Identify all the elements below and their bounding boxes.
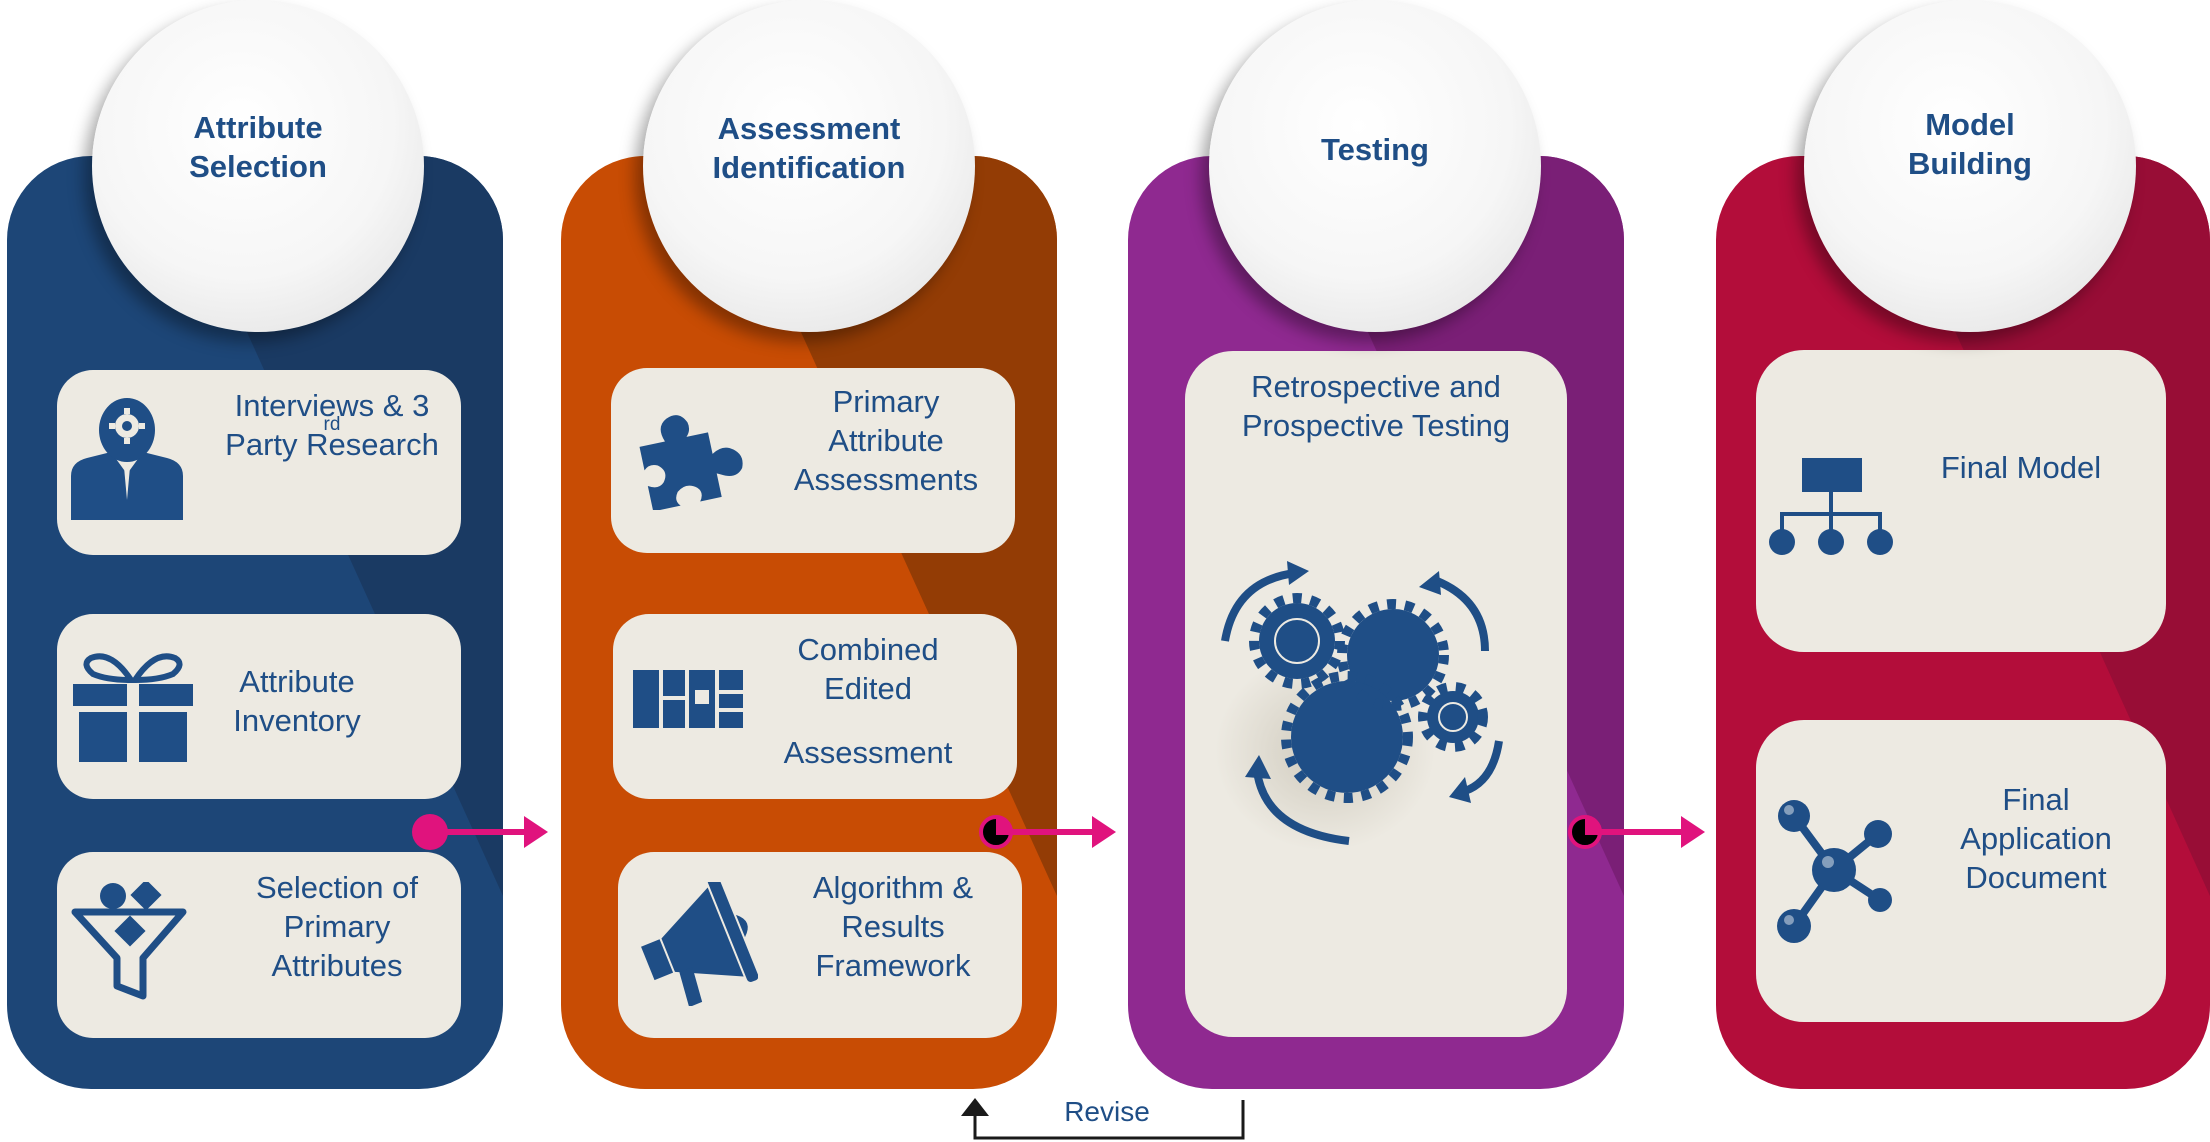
hierarchy-chart-icon	[1769, 458, 1893, 555]
puzzle-piece-icon	[639, 415, 743, 510]
gift-box-icon	[73, 653, 193, 762]
card-label: Selection of Primary Attributes	[256, 870, 418, 983]
card-label: Retrospective and Prospective Testing	[1241, 369, 1511, 443]
consultant-icon	[71, 398, 183, 520]
card-label: Algorithm & Results Framework	[812, 870, 974, 983]
revise-loop-arrow	[961, 1098, 1245, 1140]
card-label: Primary Attribute Assessments	[793, 384, 979, 497]
stage-title: Testing	[1321, 132, 1429, 167]
gears-cycle-icon	[1215, 561, 1503, 851]
card-label: Final Model	[1940, 450, 2102, 485]
card-label: Combined Edited Assessment	[783, 632, 953, 770]
card-primary-assessments: Primary Attribute Assessments	[611, 368, 1015, 553]
card-final-application: Final Application Document	[1756, 720, 2166, 1022]
card-combined-assessment: Combined Edited Assessment	[613, 614, 1017, 799]
card-selection-primary: Selection of Primary Attributes	[57, 852, 461, 1038]
network-nodes-icon	[1777, 800, 1892, 943]
card-algorithm-framework: Algorithm & Results Framework	[618, 852, 1022, 1038]
card-final-model: Final Model	[1756, 350, 2166, 652]
revise-label: Revise	[1064, 1096, 1150, 1127]
card-label: Final Application Document	[1960, 782, 2112, 895]
card-testing: Retrospective and Prospective Testing	[1185, 351, 1567, 1037]
stage-title-circle: Testing	[1209, 0, 1541, 332]
card-attribute-inventory: Attribute Inventory	[57, 614, 461, 799]
flow-arrow	[1568, 815, 1705, 849]
flow-arrow	[412, 814, 548, 850]
filter-funnel-icon	[71, 882, 187, 1000]
blocks-grid-icon	[633, 670, 743, 728]
megaphone-icon	[641, 882, 758, 1006]
flow-arrow	[979, 815, 1116, 849]
card-label: Attribute Inventory	[233, 664, 361, 738]
